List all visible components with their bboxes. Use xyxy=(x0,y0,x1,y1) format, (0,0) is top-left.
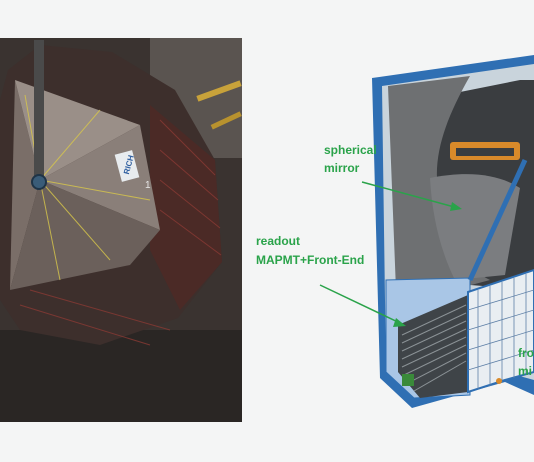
floor xyxy=(0,330,242,422)
orange-rail-inner xyxy=(456,148,514,156)
support-strut xyxy=(467,158,528,282)
front-mirror-label-line2: mi xyxy=(518,364,532,378)
spherical-mirror-arrowhead xyxy=(450,202,462,211)
front-mirror-label-line1: fro xyxy=(518,346,534,360)
mirror-highlight xyxy=(430,174,520,280)
mirror-panel-left xyxy=(10,80,40,290)
front-end-board xyxy=(402,374,414,386)
rich-logo-badge xyxy=(114,150,140,182)
strut-joint xyxy=(496,378,502,384)
spherical-mirror-label-line1: spherical xyxy=(324,143,377,157)
front-mirror-frame xyxy=(467,268,534,394)
sector-number: 1 xyxy=(145,180,151,191)
readout-label-line1: readout xyxy=(256,234,300,248)
readout-pointer xyxy=(319,284,403,325)
yellow-beam-2 xyxy=(210,111,242,130)
yellow-beam xyxy=(196,80,242,102)
readout-label-line2: MAPMT+Front-End xyxy=(256,253,364,267)
detector-photo: RICH 1 xyxy=(0,38,242,422)
mirror-panel-top xyxy=(15,80,140,180)
mapmt-fins xyxy=(401,304,467,392)
readout-arrowhead xyxy=(393,318,406,327)
spherical-mirror-surface xyxy=(388,76,490,295)
beam-pipe xyxy=(34,40,44,180)
spherical-mirror-pointer xyxy=(361,181,459,209)
front-mirror-grid xyxy=(467,274,534,389)
beam-pipe-end xyxy=(31,174,47,190)
mirror-panel-bottom xyxy=(10,180,160,290)
cad-diagram: spherical mirror readout MAPMT+Front-End… xyxy=(256,55,534,408)
spherical-mirror-label-line2: mirror xyxy=(324,161,360,175)
